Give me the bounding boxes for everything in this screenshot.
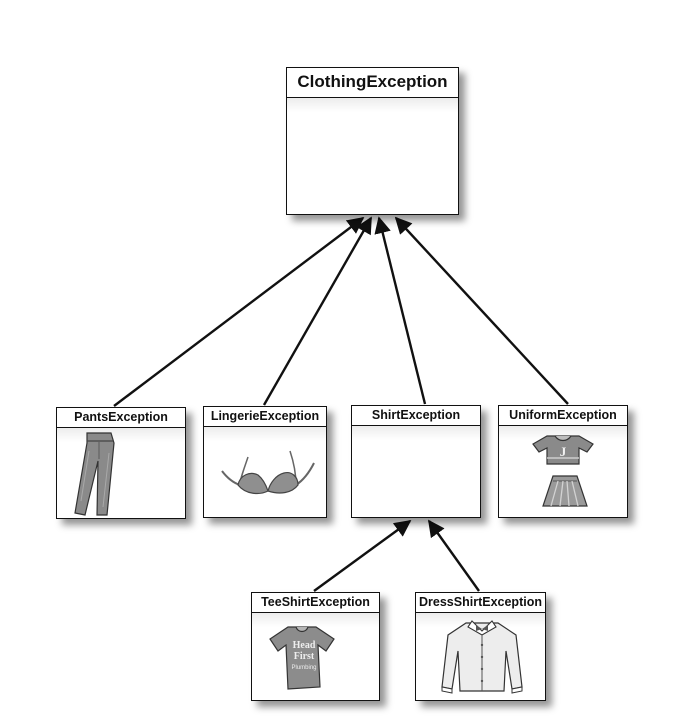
arrow-pants-to-clothing (113, 216, 365, 407)
class-name: ClothingException (287, 68, 458, 98)
class-name: UniformException (499, 406, 627, 426)
class-name: LingerieException (204, 407, 326, 427)
class-box-dressshirt-exception: DressShirtException (415, 592, 546, 701)
arrow-teeshirt-to-shirt (313, 520, 412, 592)
tee-shirt-print-line-1: Head (293, 640, 316, 651)
class-body (57, 428, 185, 517)
uniform-letter: J (560, 444, 567, 459)
skirt-icon (542, 475, 588, 507)
class-box-lingerie-exception: LingerieException (203, 406, 327, 518)
class-body (204, 427, 326, 516)
class-body (352, 426, 480, 516)
class-box-clothing-exception: ClothingException (286, 67, 459, 215)
pants-icon (74, 432, 115, 516)
lingerie-icon (221, 450, 315, 495)
arrow-dressshirt-to-shirt (428, 519, 480, 592)
class-box-uniform-exception: UniformException J (498, 405, 628, 518)
tee-shirt-icon: Head First Plumbing (269, 626, 335, 690)
class-name: ShirtException (352, 406, 480, 426)
class-name: TeeShirtException (252, 593, 379, 613)
arrow-shirt-to-clothing (374, 216, 427, 405)
tee-shirt-print-line-2: First (294, 651, 315, 662)
class-box-teeshirt-exception: TeeShirtException Head First Plumbing (251, 592, 380, 701)
uniform-top-icon: J (532, 435, 594, 465)
class-box-shirt-exception: ShirtException (351, 405, 481, 518)
tee-shirt-print-line-3: Plumbing (291, 665, 316, 671)
arrow-uniform-to-clothing (394, 216, 569, 405)
class-body: Head First Plumbing (252, 613, 379, 699)
class-name: PantsException (57, 408, 185, 428)
class-body: J (499, 426, 627, 516)
class-body (416, 613, 545, 699)
dress-shirt-icon (441, 620, 523, 694)
class-body (287, 98, 458, 213)
arrow-lingerie-to-clothing (262, 216, 373, 406)
class-name: DressShirtException (416, 593, 545, 613)
class-box-pants-exception: PantsException (56, 407, 186, 519)
